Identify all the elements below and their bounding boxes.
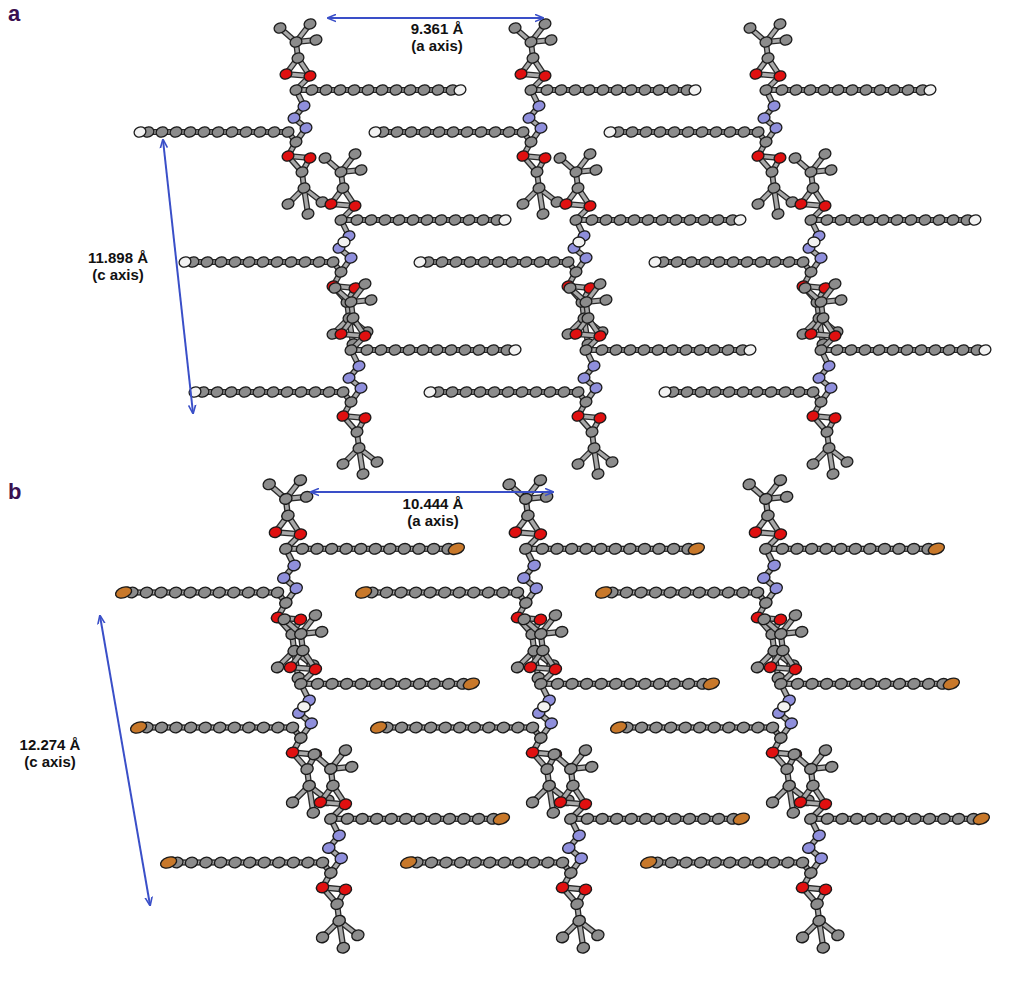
molecule bbox=[188, 277, 523, 481]
molecule-copy bbox=[639, 743, 991, 955]
hydrogen-atom bbox=[538, 701, 550, 711]
molecule bbox=[423, 277, 758, 481]
axis-name: (c axis) bbox=[92, 267, 144, 284]
molecule bbox=[133, 17, 468, 221]
molecule-copy bbox=[188, 277, 523, 481]
axis-length: 12.274 Å bbox=[20, 737, 81, 754]
c-axis-arrow bbox=[163, 140, 193, 413]
molecule bbox=[399, 743, 751, 955]
hydrogen-atom bbox=[338, 237, 350, 247]
hydrogen-atom bbox=[573, 237, 585, 247]
molecule-copy bbox=[399, 743, 751, 955]
molecule bbox=[178, 147, 513, 351]
molecule-copy bbox=[368, 17, 703, 221]
axis-name: (a axis) bbox=[407, 513, 459, 530]
molecule bbox=[658, 277, 993, 481]
axis-name: (a axis) bbox=[411, 38, 463, 55]
molecule-copy bbox=[423, 277, 758, 481]
c-axis-arrow bbox=[100, 616, 150, 905]
molecule-copy bbox=[159, 743, 511, 955]
molecule-copy bbox=[178, 147, 513, 351]
molecule-lattice bbox=[114, 17, 992, 955]
axis-length: 9.361 Å bbox=[411, 21, 464, 38]
molecule-copy bbox=[114, 473, 466, 685]
molecule bbox=[594, 473, 946, 685]
molecule-copy bbox=[413, 147, 748, 351]
molecule bbox=[159, 743, 511, 955]
molecule-copy bbox=[129, 608, 481, 820]
axis-length: 11.898 Å bbox=[88, 250, 148, 267]
axis-length: 10.444 Å bbox=[403, 496, 464, 513]
molecule bbox=[368, 17, 703, 221]
molecule bbox=[369, 608, 721, 820]
molecule bbox=[639, 743, 991, 955]
a-axis-arrow bbox=[328, 17, 543, 19]
molecule bbox=[413, 147, 748, 351]
molecule bbox=[114, 473, 466, 685]
molecule-copy bbox=[609, 608, 961, 820]
molecule bbox=[609, 608, 961, 820]
molecule-copy bbox=[354, 473, 706, 685]
molecule-copy bbox=[648, 147, 983, 351]
panel-letter: b bbox=[8, 480, 21, 504]
molecule-copy bbox=[603, 17, 938, 221]
hydrogen-atom bbox=[298, 701, 310, 711]
a-axis-arrow bbox=[311, 491, 553, 493]
hydrogen-atom bbox=[808, 237, 820, 247]
hydrogen-atom bbox=[778, 701, 790, 711]
axis-name: (c axis) bbox=[24, 754, 76, 771]
molecule bbox=[354, 473, 706, 685]
molecule bbox=[648, 147, 983, 351]
molecule bbox=[129, 608, 481, 820]
panel-letter: a bbox=[8, 2, 20, 26]
molecule-copy bbox=[658, 277, 993, 481]
axis-arrows bbox=[100, 18, 553, 905]
molecule-copy bbox=[369, 608, 721, 820]
molecule-copy bbox=[594, 473, 946, 685]
molecule-copy bbox=[133, 17, 468, 221]
molecule bbox=[603, 17, 938, 221]
